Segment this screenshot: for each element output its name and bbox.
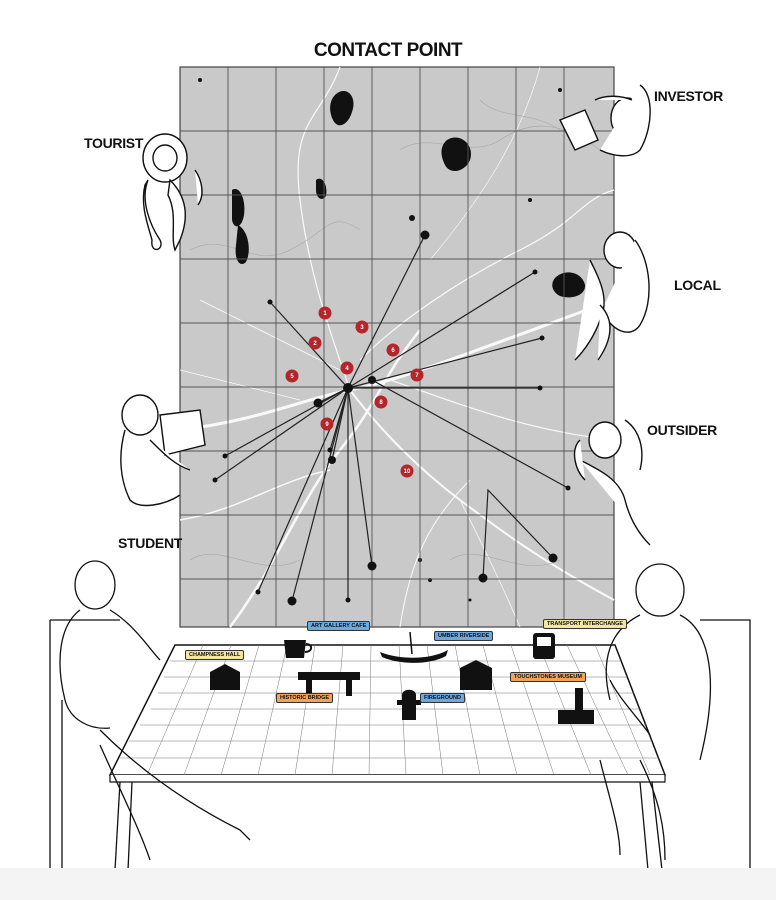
marker-1 (318, 306, 332, 320)
persona-label-outsider: OUTSIDER (647, 422, 717, 438)
tag-art-gallery-cafe: ART GALLERY CAFE (307, 621, 371, 631)
clock-tower-icon (575, 688, 583, 724)
tag-champness-hall: CHAMPNESS HALL (185, 650, 245, 660)
marker-label: 4 (345, 366, 349, 372)
left-seated-student (49, 560, 251, 870)
right-seated-person (599, 563, 751, 870)
marker-label: 1 (323, 311, 327, 317)
tag-transport-interchange: TRANSPORT INTERCHANGE (543, 619, 628, 629)
marker-4 (340, 361, 354, 375)
table-legs (114, 781, 663, 871)
marker-label: 2 (313, 341, 317, 347)
connection-nodes (212, 230, 571, 606)
marker-label: 3 (360, 325, 364, 331)
museum-icon (460, 660, 492, 690)
marker-label: 7 (415, 373, 419, 379)
marker-2 (308, 336, 322, 350)
marker-8 (374, 395, 388, 409)
gondola-icon (380, 650, 448, 663)
hall-icon (210, 664, 240, 690)
tag-fireground: FIREGROUND (420, 693, 465, 703)
marker-6 (386, 343, 400, 357)
tag-touchstones-museum: TOUCHSTONES MUSEUM (510, 672, 586, 682)
bridge-icon (298, 672, 360, 696)
persona-label-student: STUDENT (118, 535, 183, 551)
marker-label: 8 (379, 400, 383, 406)
marker-label: 9 (325, 422, 329, 428)
bottom-strip (0, 868, 776, 900)
marker-label: 6 (391, 348, 395, 354)
marker-7 (410, 368, 424, 382)
marker-9 (320, 417, 334, 431)
coffee-cup-icon (284, 640, 306, 658)
connection-lines (214, 234, 569, 602)
persona-label-investor: INVESTOR (654, 88, 723, 104)
investor-figure (559, 84, 651, 157)
map-grid (180, 67, 614, 627)
marker-3 (355, 320, 369, 334)
marker-label: 5 (290, 374, 294, 380)
persona-label-tourist: TOURIST (84, 135, 144, 151)
outsider-figure (573, 419, 651, 546)
page-title: CONTACT POINT (313, 40, 463, 61)
tag-historic-bridge: HISTORIC BRIDGE (276, 693, 334, 703)
numbered-markers (285, 306, 424, 478)
tourist-figure (142, 133, 203, 252)
marker-label: 10 (404, 469, 411, 475)
marker-10 (400, 464, 414, 478)
terrain-contours (189, 99, 601, 566)
local-figure (574, 231, 650, 361)
student-figure (120, 394, 206, 507)
persona-label-local: LOCAL (674, 277, 721, 293)
tag-umber-riverside: UMBER RIVERSIDE (434, 631, 494, 641)
landmark-icons (210, 631, 594, 724)
marker-5 (285, 369, 299, 383)
